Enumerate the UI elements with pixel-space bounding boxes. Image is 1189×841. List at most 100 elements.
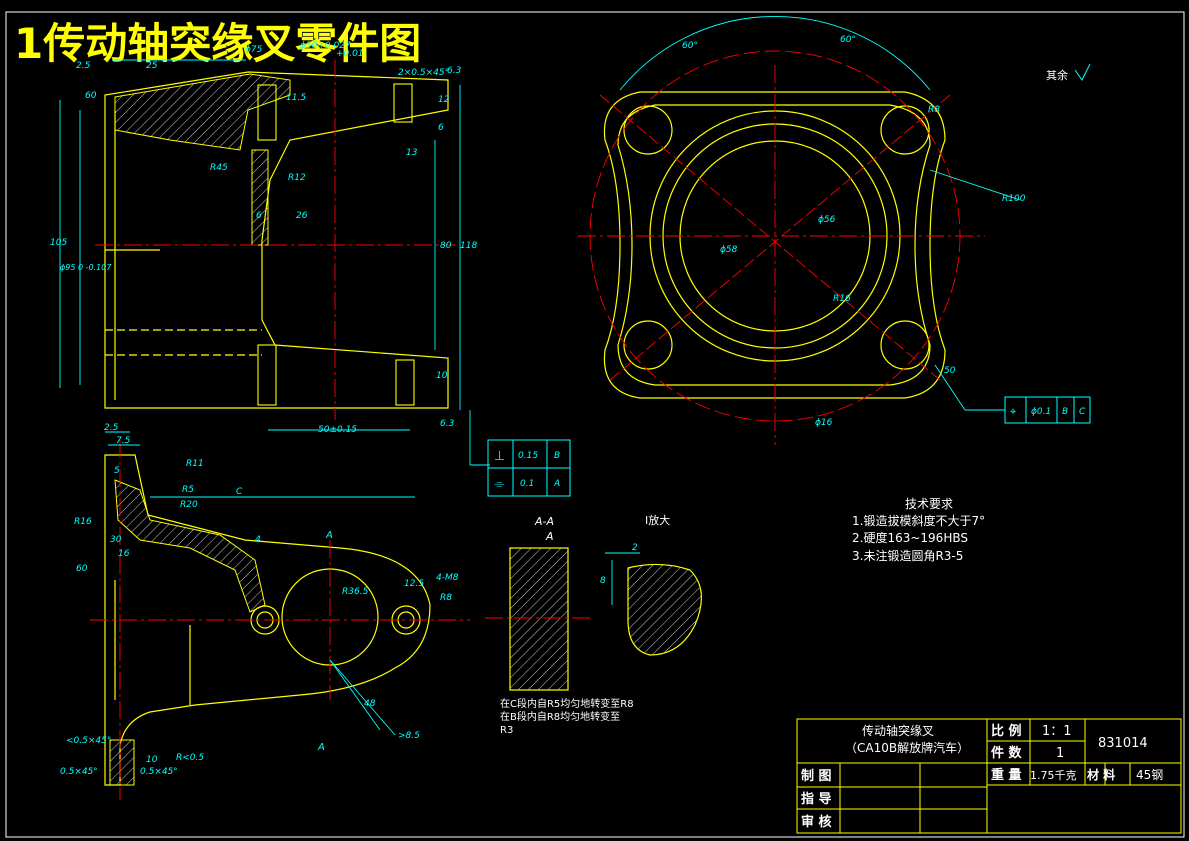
section-label: A-A — [534, 515, 554, 528]
tech-req-heading: 技术要求 — [905, 497, 953, 511]
tol-row1-datum: B — [554, 451, 560, 461]
front-hatch-web — [251, 149, 269, 246]
dim-front-22: 50±0.15 — [318, 425, 357, 435]
dim-front-12: 13 — [406, 148, 418, 158]
tol-row1-value: 0.15 — [518, 451, 538, 461]
tb-material-label: 材 料 — [1086, 767, 1115, 782]
roughness-icon — [1074, 63, 1091, 81]
dim-detail-1: 2 — [632, 543, 638, 553]
dim-front-15: 6 — [256, 211, 262, 221]
detail-enlarged — [627, 563, 702, 656]
dim-top-8: ϕ16 — [815, 418, 833, 428]
dim-front-17: 105 — [50, 238, 67, 248]
dimension-texts-side: 2.5 7.5 5 R11 R5 R20 R16 C 30 16 4 60 R3… — [60, 423, 459, 777]
dim-front-2: 25 — [146, 61, 158, 71]
dim-front-10: 12 — [438, 95, 450, 105]
dim-top-9: 50 — [944, 366, 956, 376]
dim-front-5: +0.01 — [336, 49, 364, 59]
dimension-texts-detail: 2 8 — [600, 543, 638, 586]
tb-qty-label: 件 数 — [991, 745, 1023, 761]
dim-side-13: R36.5 — [342, 587, 369, 597]
note-line-3: R3 — [500, 725, 513, 736]
dim-front-8: 60 — [85, 91, 97, 101]
dim-side-3: 5 — [114, 466, 120, 476]
dim-front-3: ϕ75 — [245, 45, 263, 55]
dim-side-12: 60 — [76, 564, 88, 574]
side-dimension-lines — [105, 431, 415, 736]
tb-vehicle: （CA10B解放牌汽车） — [845, 740, 969, 755]
tb-part-name: 传动轴突缘叉 — [862, 723, 934, 738]
tol-right-datum-c: C — [1079, 407, 1086, 417]
dim-side-22: 48 — [364, 699, 376, 709]
dim-front-7: 6.3 — [447, 66, 462, 76]
dim-front-16: 26 — [296, 211, 308, 221]
dim-front-9: 11.5 — [286, 93, 306, 103]
tb-weight-value: 1.75千克 — [1030, 769, 1077, 782]
tech-req-item-2: 2.硬度163~196HBS — [852, 530, 968, 545]
tb-material-value: 45钢 — [1136, 768, 1163, 782]
tol-right-datum-b: B — [1062, 407, 1068, 417]
dim-top-4: R100 — [1002, 194, 1026, 204]
tol-right-symbol: ⌖ — [1010, 405, 1016, 418]
front-dimension-lines — [59, 59, 490, 466]
dim-side-25: A — [317, 742, 325, 753]
side-center-lines — [90, 440, 470, 800]
dim-front-6: 2×0.5×45° — [398, 68, 449, 78]
roughness-note: 其余 — [1046, 68, 1068, 82]
dim-side-15: 4-M8 — [436, 573, 459, 583]
top-dimension-lines — [619, 16, 1021, 411]
tb-qty-value: 1 — [1056, 746, 1064, 761]
dim-side-8: C — [236, 487, 243, 497]
tb-guided-by: 指 导 — [801, 791, 832, 807]
dim-front-11: 6 — [438, 123, 444, 133]
front-holes — [257, 83, 415, 406]
dim-side-24: A — [325, 530, 333, 541]
dim-top-7: R16 — [833, 294, 851, 304]
detail-dimension-lines — [605, 552, 640, 605]
dim-side-21: R<0.5 — [176, 753, 204, 763]
dim-side-18: 0.5×45° — [60, 767, 98, 777]
title-block-grid — [796, 718, 1182, 834]
tb-scale-label: 比 例 — [991, 723, 1022, 739]
dim-top-5: ϕ56 — [818, 215, 836, 225]
dim-front-18: ϕ95 0 -0.107 — [60, 263, 112, 272]
dim-front-1: 2.5 — [76, 61, 91, 71]
dim-front-21: 10 — [436, 371, 448, 381]
dim-front-4: ϕ50+0.027 — [300, 41, 351, 51]
dimension-texts-front: 2.5 25 ϕ75 ϕ50+0.027 +0.01 2×0.5×45° 6.3… — [50, 41, 477, 435]
dim-side-7: R16 — [74, 517, 92, 527]
section-sub-label: A — [545, 530, 554, 543]
dim-front-23: 6.3 — [440, 419, 455, 429]
dim-side-17: <0.5×45° — [66, 736, 111, 746]
section-aa — [509, 547, 569, 691]
dim-side-9: 30 — [110, 535, 122, 545]
tb-drawing-no: 831014 — [1098, 736, 1148, 751]
tb-scale-value: 1：1 — [1042, 724, 1072, 739]
tol-row1-symbol: ⊥ — [494, 449, 505, 464]
dim-side-2: 7.5 — [116, 436, 131, 446]
side-bottom-hatch — [109, 739, 135, 786]
dim-side-19: 0.5×45° — [140, 767, 178, 777]
dim-side-23: >8.5 — [398, 731, 420, 741]
dimension-texts-top: 60° 60° R8 R100 ϕ56 ϕ58 R16 ϕ16 50 — [682, 35, 1026, 428]
tol-row2-value: 0.1 — [520, 479, 534, 489]
dim-side-14: 12.5 — [404, 579, 424, 589]
dim-side-6: R20 — [180, 500, 198, 510]
tb-reviewed-by: 审 核 — [801, 814, 832, 830]
top-center-lines — [578, 50, 985, 445]
dim-top-6: ϕ58 — [720, 245, 738, 255]
dim-side-16: R8 — [440, 593, 452, 603]
geometric-tolerance-frame — [487, 439, 571, 497]
dim-side-10: 16 — [118, 549, 130, 559]
front-hatch-upper — [114, 73, 291, 151]
dim-front-14: R12 — [288, 173, 306, 183]
dim-detail-2: 8 — [600, 576, 606, 586]
note-line-1: 在C段内自R5均匀地转变至R8 — [500, 697, 634, 710]
dim-top-1: 60° — [682, 41, 698, 51]
tech-req-item-3: 3.未注锻造圆角R3-5 — [852, 548, 963, 563]
tb-weight-label: 重 量 — [991, 767, 1022, 783]
dim-side-1: 2.5 — [104, 423, 119, 433]
tol-right-value: ϕ0.1 — [1031, 407, 1051, 417]
side-hatch — [114, 479, 266, 613]
